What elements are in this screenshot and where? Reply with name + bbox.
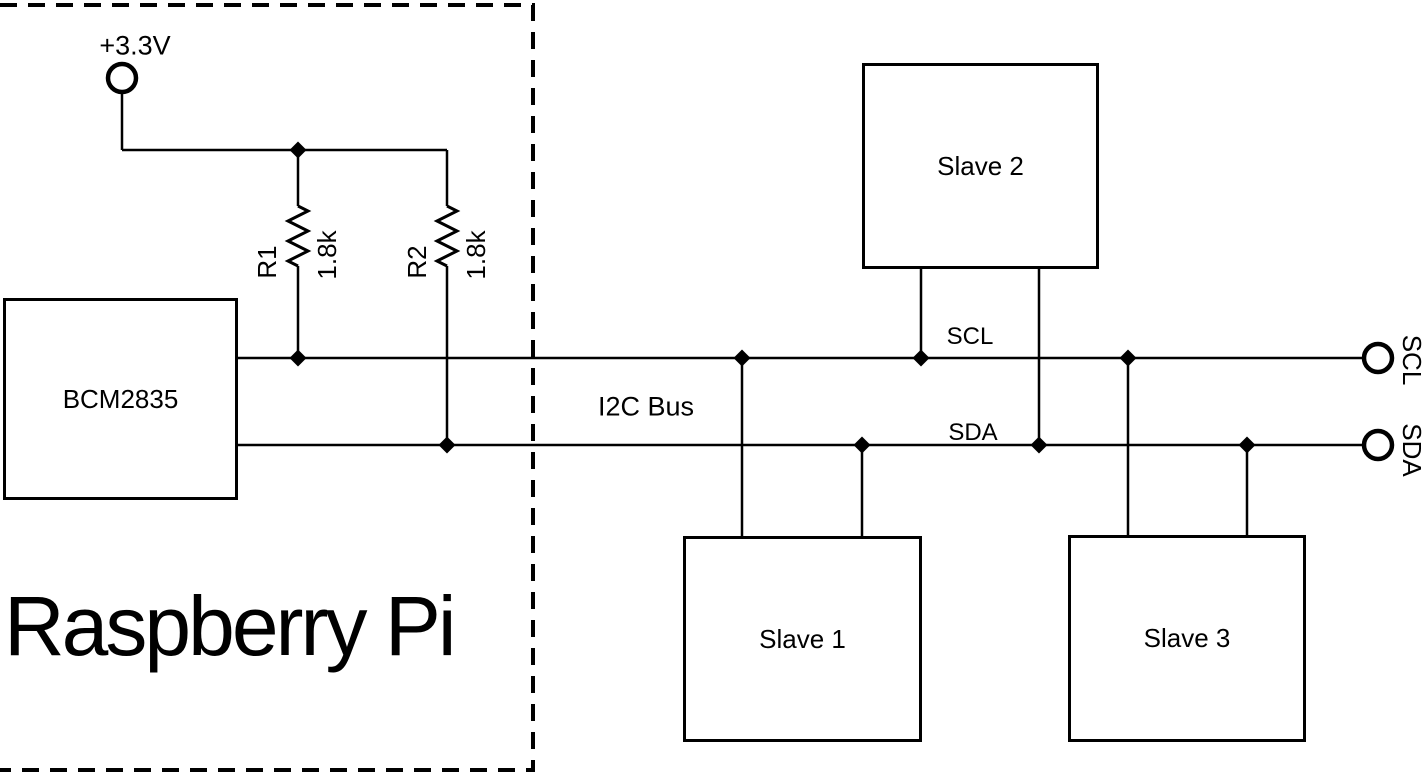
- slave1-label: Slave 1: [759, 623, 846, 654]
- slave2-label: Slave 2: [937, 150, 1024, 181]
- i2c-bus-label: I2C Bus: [597, 391, 695, 422]
- resistor-r2-value-label: 1.8k: [461, 230, 491, 280]
- junction-dot: [1030, 436, 1048, 454]
- wires: [120, 92, 1364, 536]
- power-terminal-circle: [105, 61, 139, 95]
- raspberry-pi-title: Raspberry Pi: [4, 579, 457, 673]
- junction-dot: [853, 436, 871, 454]
- junction-dots: [289, 141, 1256, 454]
- junction-dot: [912, 349, 930, 367]
- sda-terminal-label: SDA: [1397, 423, 1425, 477]
- resistor-r1-symbol: [284, 204, 312, 268]
- scl-bus-label: SCL: [946, 323, 994, 350]
- resistor-r2-name-label: R2: [402, 245, 432, 279]
- bcm2835-box: BCM2835: [3, 298, 238, 500]
- slave2-box: Slave 2: [862, 63, 1099, 269]
- scl-terminal-circle: [1361, 341, 1395, 375]
- raspberry-pi-dashed-border: [0, 3, 535, 772]
- slave1-box: Slave 1: [683, 536, 922, 742]
- junction-dot: [733, 349, 751, 367]
- resistor-r2-symbol: [433, 204, 461, 268]
- junction-dot: [289, 141, 307, 159]
- resistor-r1-name-label: R1: [252, 245, 282, 279]
- junction-dot: [1119, 349, 1137, 367]
- bcm2835-label: BCM2835: [62, 383, 179, 414]
- resistor-r1-value-label: 1.8k: [312, 230, 342, 280]
- sda-terminal-circle: [1361, 428, 1395, 462]
- power-supply-label: +3.3V: [99, 30, 171, 61]
- junction-dot: [289, 349, 307, 367]
- junction-dot: [438, 436, 456, 454]
- junction-dot: [1238, 436, 1256, 454]
- scl-terminal-label: SCL: [1397, 334, 1425, 386]
- sda-bus-label: SDA: [948, 419, 998, 446]
- slave3-label: Slave 3: [1143, 623, 1231, 653]
- slave3-box: Slave 3: [1068, 535, 1306, 742]
